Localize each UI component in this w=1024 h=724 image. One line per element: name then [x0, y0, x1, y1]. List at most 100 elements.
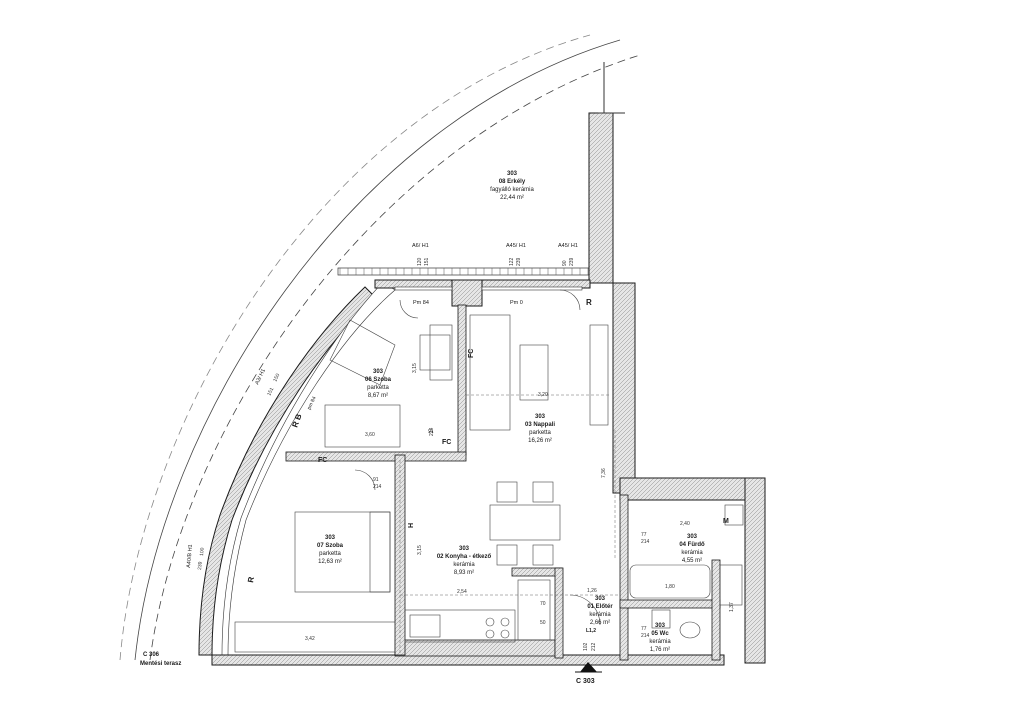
symbol-m: M: [723, 518, 729, 525]
svg-text:08 Erkély: 08 Erkély: [499, 179, 526, 185]
svg-text:214: 214: [641, 539, 650, 545]
room-label-nappali: 303 03 Nappali parketta 16,26 m²: [525, 414, 555, 444]
svg-text:102: 102: [583, 642, 589, 651]
curved-facade-wall: [198, 281, 396, 656]
symbol-rb: R B: [290, 412, 303, 428]
svg-text:1,37: 1,37: [729, 602, 735, 612]
svg-text:fagyálló kerámia: fagyálló kerámia: [490, 187, 534, 193]
section-arrow: [575, 662, 602, 673]
tag-pm0: Pm 0: [510, 300, 523, 306]
svg-text:07 Szoba: 07 Szoba: [317, 543, 344, 549]
svg-text:77: 77: [641, 532, 647, 538]
symbols: R R R B FC FC FC H M L1,2 C 303 C 306 Me…: [140, 298, 729, 685]
dimension-texts: 120 151 122 239 90 239 150 151 100 239 3…: [197, 257, 735, 651]
svg-text:1,26: 1,26: [587, 588, 597, 594]
svg-text:01 Előtér: 01 Előtér: [587, 604, 613, 610]
svg-text:05 Wc: 05 Wc: [651, 631, 669, 637]
bathroom-fixtures: [569, 504, 744, 639]
svg-text:kerámia: kerámia: [681, 550, 703, 556]
tag-pm84-side: pm 84: [306, 396, 317, 411]
svg-text:151: 151: [266, 387, 275, 397]
room-label-konyha: 303 02 Konyha - étkező kerámia 8,93 m²: [437, 546, 492, 576]
svg-text:214: 214: [429, 427, 435, 436]
tag-a40bh1: A40/B H1: [186, 544, 194, 568]
svg-text:1,80: 1,80: [665, 584, 675, 590]
svg-text:2,66 m²: 2,66 m²: [590, 620, 610, 626]
svg-text:04 Fürdő: 04 Fürdő: [679, 542, 705, 548]
svg-text:22,44 m²: 22,44 m²: [500, 195, 524, 201]
svg-text:91: 91: [373, 477, 379, 483]
svg-text:2,54: 2,54: [457, 589, 467, 595]
bedroom-07-furniture: [234, 469, 396, 653]
section-label: C 303: [576, 678, 595, 685]
symbol-r-bottom: R: [246, 576, 256, 583]
dimension-lines: [399, 394, 620, 655]
svg-text:303: 303: [687, 534, 698, 540]
svg-text:122: 122: [509, 257, 515, 266]
svg-text:151: 151: [424, 257, 430, 266]
kitchen-furniture: [404, 481, 561, 643]
svg-text:parketta: parketta: [367, 385, 389, 391]
svg-text:03 Nappali: 03 Nappali: [525, 422, 555, 428]
svg-text:239: 239: [516, 257, 522, 266]
site-boundary-curves: [119, 34, 641, 661]
bottom-wall: [211, 639, 725, 666]
balcony-railing: [337, 267, 601, 276]
room-label-wc: 303 05 Wc kerámia 1,76 m²: [649, 623, 671, 653]
svg-text:kerámia: kerámia: [589, 612, 611, 618]
symbol-r-top: R: [586, 298, 592, 307]
c306-code: C 306: [143, 652, 160, 658]
room-label-szoba06: 303 06 Szoba parketta 8,67 m²: [365, 369, 392, 399]
svg-text:parketta: parketta: [319, 551, 341, 557]
room-label-erkely: 303 08 Erkély fagyálló kerámia 22,44 m²: [490, 171, 534, 201]
svg-text:7,36: 7,36: [601, 468, 607, 478]
symbol-h: H: [408, 523, 415, 528]
symbol-fc-left: FC: [318, 457, 327, 464]
svg-text:91: 91: [428, 429, 434, 435]
svg-text:50: 50: [540, 620, 546, 626]
bedroom-06-furniture: [324, 319, 453, 448]
svg-text:214: 214: [373, 484, 382, 490]
svg-text:3,42: 3,42: [305, 636, 315, 642]
tag-pm84: Pm 84: [413, 300, 429, 306]
room-label-szoba07: 303 07 Szoba parketta 12,63 m²: [317, 535, 344, 565]
svg-text:303: 303: [507, 171, 518, 177]
tag-a45h1-a: A45/ H1: [506, 243, 526, 249]
living-room-furniture: [399, 289, 609, 431]
svg-text:100: 100: [199, 547, 206, 556]
svg-text:8,67 m²: 8,67 m²: [368, 393, 388, 399]
svg-text:303: 303: [655, 623, 666, 629]
svg-text:02 Konyha - étkező: 02 Konyha - étkező: [437, 554, 492, 560]
right-exterior-wall: [612, 282, 766, 664]
svg-text:8,93 m²: 8,93 m²: [454, 570, 474, 576]
svg-text:3,60: 3,60: [365, 432, 375, 438]
top-wall: [374, 279, 591, 307]
room-label-furdo: 303 04 Fürdő kerámia 4,55 m²: [679, 534, 705, 564]
symbol-fc-mid: FC: [442, 439, 451, 446]
svg-text:239: 239: [197, 561, 204, 570]
svg-text:kerámia: kerámia: [453, 562, 475, 568]
svg-text:3,20: 3,20: [538, 392, 548, 398]
symbol-l12: L1,2: [586, 628, 596, 634]
svg-text:303: 303: [459, 546, 470, 552]
svg-text:150: 150: [272, 373, 281, 383]
balcony-side-wall: [588, 62, 625, 284]
c306-name: Mentési terasz: [140, 661, 181, 667]
svg-text:239: 239: [569, 257, 575, 266]
room-label-eloter: 303 01 Előtér kerámia 2,66 m²: [587, 596, 613, 626]
tag-a6h1: A6/ H1: [412, 243, 429, 249]
tag-a45h1-b: A45/ H1: [558, 243, 578, 249]
svg-text:3,15: 3,15: [412, 363, 418, 373]
svg-text:parketta: parketta: [529, 430, 551, 436]
svg-text:3,15: 3,15: [417, 545, 423, 555]
svg-text:214: 214: [641, 633, 650, 639]
svg-text:12,63 m²: 12,63 m²: [318, 559, 342, 565]
svg-text:90: 90: [562, 260, 568, 266]
svg-text:77: 77: [641, 626, 647, 632]
symbol-fc-vertical: FC: [468, 349, 475, 358]
svg-text:06 Szoba: 06 Szoba: [365, 377, 392, 383]
svg-text:70: 70: [540, 601, 546, 607]
svg-text:212: 212: [591, 642, 597, 651]
